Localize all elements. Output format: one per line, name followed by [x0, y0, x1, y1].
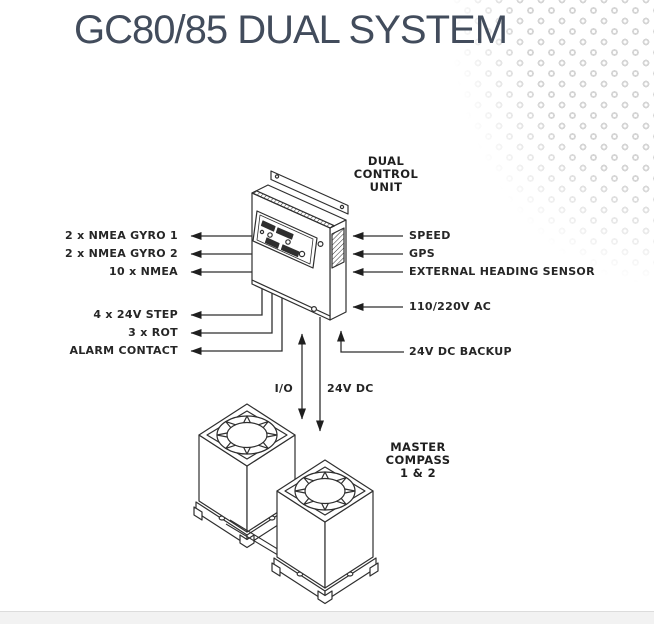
master-compass-caption-line: COMPASS [385, 453, 451, 467]
label-external-heading-sensor: EXTERNAL HEADING SENSOR [409, 265, 595, 278]
cabinet-screw [311, 306, 318, 313]
connector-socket [259, 229, 265, 235]
line-24v-step [190, 289, 263, 319]
label-24v-step: 4 x 24V STEP [93, 308, 178, 321]
connector-panel-inner [256, 214, 314, 265]
control-unit-caption-line: UNIT [369, 180, 403, 194]
connector-socket [285, 239, 291, 245]
label-24vdc-bus: 24V DC [327, 382, 374, 395]
footer-strip [0, 611, 654, 624]
top-vent-grille [251, 190, 336, 229]
page-title: GC80/85 DUAL SYSTEM [74, 8, 508, 52]
line-alarm-contact [190, 298, 283, 355]
master-compass-caption: MASTER COMPASS 1 & 2 [360, 441, 476, 480]
cabinet-bottom-lip [251, 279, 331, 317]
connector [260, 220, 276, 232]
connector [264, 237, 280, 249]
connector-socket [298, 250, 306, 258]
control-unit-drawing [251, 170, 349, 321]
label-nmea: 10 x NMEA [109, 265, 178, 278]
cabinet-screw [317, 241, 324, 248]
master-compass-caption-line: MASTER [390, 440, 446, 454]
label-alarm-contact: ALARM CONTACT [69, 344, 178, 357]
connector-lines [190, 232, 404, 432]
flange-hole [274, 174, 280, 179]
connector [275, 227, 294, 240]
flange-hole [339, 204, 345, 210]
label-gps: GPS [409, 247, 435, 260]
label-dc-backup: 24V DC BACKUP [409, 345, 512, 358]
label-io-bus: I/O [274, 382, 293, 395]
label-ac-power: 110/220V AC [409, 300, 492, 313]
label-rot: 3 x ROT [128, 326, 178, 339]
label-nmea-gyro-1: 2 x NMEA GYRO 1 [65, 229, 178, 242]
control-unit-caption: DUAL CONTROL UNIT [330, 155, 442, 194]
cabinet-mount-flange [270, 170, 349, 215]
label-speed: SPEED [409, 229, 451, 242]
connector-socket [267, 232, 273, 238]
line-dc-backup [337, 330, 404, 353]
master-compass-caption-line: 1 & 2 [399, 466, 437, 480]
side-vent-grille [331, 227, 345, 269]
control-unit-caption-line: CONTROL [353, 167, 419, 181]
connector [280, 244, 300, 258]
label-nmea-gyro-2: 2 x NMEA GYRO 2 [65, 247, 178, 260]
line-rot [190, 293, 273, 337]
control-unit-caption-line: DUAL [367, 154, 405, 168]
